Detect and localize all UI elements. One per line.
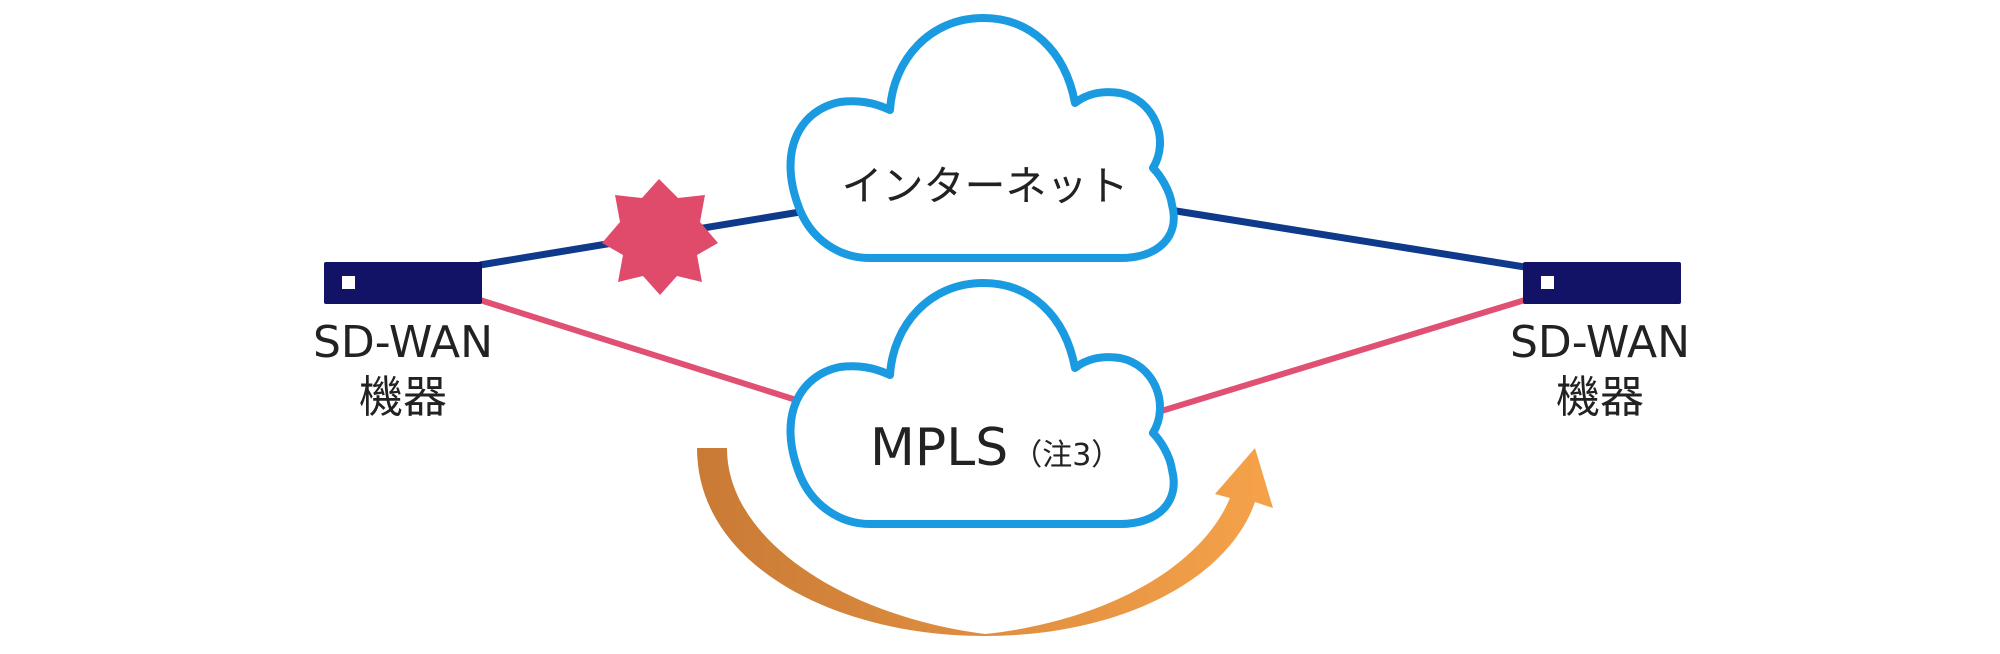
left-device-label-line1: SD-WAN [313,317,493,368]
internet-link-right [1169,206,1526,271]
right-device-label-line1: SD-WAN [1510,317,1690,368]
right-device-body [1523,262,1681,304]
mpls-cloud-label: MPLS（注3） [870,418,1121,478]
mpls-note: （注3） [1012,438,1121,473]
right-device-label-line2: 機器 [1556,372,1644,423]
mpls-link-right [1157,297,1526,415]
mpls-cloud: MPLS（注3） [786,279,1178,528]
left-device-label-line2: 機器 [359,372,447,423]
left-sd-wan-device: SD-WAN 機器 [313,262,493,423]
internet-cloud-label: インターネット [842,162,1129,210]
right-device-indicator-icon [1541,276,1554,289]
mpls-link-left [479,297,813,408]
left-device-indicator-icon [342,276,355,289]
failure-burst-icon [602,179,718,295]
mpls-name: MPLS [870,418,1008,478]
right-sd-wan-device: SD-WAN 機器 [1510,262,1690,423]
internet-cloud: インターネット [786,14,1178,262]
mpls-cloud-shape [786,279,1178,528]
left-device-body [324,262,482,304]
internet-cloud-shape [786,14,1178,262]
